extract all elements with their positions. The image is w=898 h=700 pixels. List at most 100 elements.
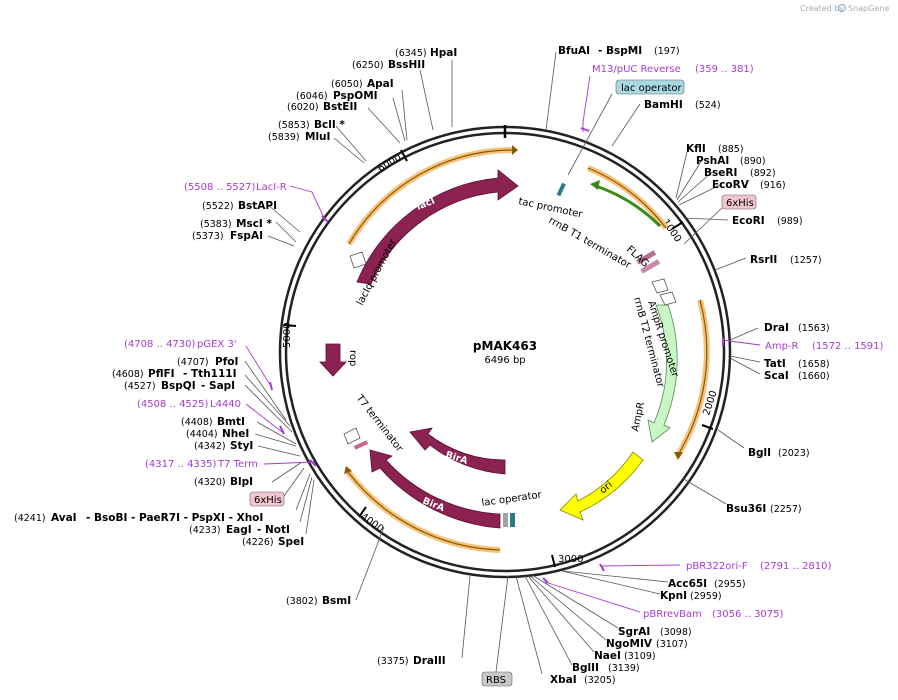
site-name-spei: SpeI xyxy=(278,536,304,548)
site-name-bgli: BglI xyxy=(748,447,771,459)
label-lac-operator: lac operator xyxy=(481,490,543,509)
primer-range-m13: (359 .. 381) xyxy=(695,64,754,75)
site-name-ecori: EcoRI xyxy=(732,215,765,227)
site-name-avai: AvaI xyxy=(51,512,77,524)
site-pos-ngomiv: (3107) xyxy=(656,639,688,650)
brand-text: SnapGene xyxy=(848,4,889,13)
tick-label-3000: 3000 xyxy=(558,554,583,565)
leader-pspomi xyxy=(392,97,406,142)
orf-right-highlight xyxy=(675,299,710,457)
site-pos-hpai: (6345) xyxy=(395,48,427,59)
site-pos-msci: (5383) xyxy=(200,219,232,230)
primer-range-laci-r: (5508 .. 5527) xyxy=(184,182,256,193)
t7-terminator-marker xyxy=(343,427,361,445)
rbs-marker xyxy=(503,513,508,527)
ampR-promoter-marker xyxy=(659,291,677,306)
leader-bgli xyxy=(717,429,745,449)
primer-name-m13: M13/pUC Reverse xyxy=(592,64,681,75)
site-name-pflfi: PflFI xyxy=(148,368,175,380)
site-pos-bsmi: (3802) xyxy=(286,596,318,607)
rrnB-t1-marker xyxy=(651,278,669,294)
leader-sixhis-right xyxy=(683,207,723,245)
site-name-bglii: BglII xyxy=(572,662,599,674)
site-pos-sgrai: (3098) xyxy=(660,627,692,638)
site-pos-bglii: (3139) xyxy=(608,663,640,674)
leader-bsshii xyxy=(419,69,434,131)
leader-sixhis-left xyxy=(283,467,305,497)
sixhis-marker xyxy=(636,250,657,265)
site-pos-fspai: (5373) xyxy=(192,231,224,242)
leader-ecorv xyxy=(678,183,723,206)
feature-ampR xyxy=(647,304,678,443)
leader-bcli xyxy=(335,125,367,162)
site-name-scai: ScaI xyxy=(764,370,789,382)
primer-mark-pbr322 xyxy=(599,563,605,572)
leader-bfuai xyxy=(545,51,557,131)
leader-avai xyxy=(295,473,311,511)
leader-kfli xyxy=(675,147,689,199)
primer-line-pgex3 xyxy=(245,345,273,389)
site-pos-bspqi: (4527) xyxy=(124,381,156,392)
lacIq-promoter-marker xyxy=(349,251,367,269)
site-pos-pfoi: (4707) xyxy=(177,357,209,368)
site-pos-bgli: (2023) xyxy=(778,448,810,459)
leader-scai xyxy=(729,357,761,375)
leader-pfoi xyxy=(244,360,287,421)
site-pos-kpni: (2959) xyxy=(690,591,722,602)
orf-bottom-arrow xyxy=(344,466,352,474)
primer-mark-m13 xyxy=(580,127,590,132)
leader-bglii xyxy=(524,575,573,666)
feature-label-birA-inner: BirA xyxy=(444,449,469,467)
feature-label-ampR: AmpR xyxy=(630,401,647,433)
site-pos-nhei: (4404) xyxy=(186,429,218,440)
site-name-rsrii: RsrII xyxy=(750,254,777,266)
site-name-pshai: PshAI xyxy=(696,155,729,167)
site-pos-rsrii: (1257) xyxy=(790,255,822,266)
site-name-bstapi: BstAPI xyxy=(238,200,277,212)
leader-fspai xyxy=(267,235,295,247)
lacI-orf-line xyxy=(348,149,513,245)
box-lac-operator-top xyxy=(615,79,685,95)
site-pos-bstapi: (5522) xyxy=(202,201,234,212)
primer-name-pbr322: pBR322ori-F xyxy=(686,561,748,572)
primer-mark-laci-r xyxy=(321,215,329,223)
label-rrnB-T1: rrnB T1 terminator xyxy=(547,215,634,271)
site-name-kfli: KflI xyxy=(686,143,706,155)
site-pos-bseri: (892) xyxy=(750,168,776,179)
site-pos-draiii: (3375) xyxy=(377,656,409,667)
primer-leaders xyxy=(245,75,761,613)
primer-name-pbrrev: pBRrevBam xyxy=(643,609,702,620)
primer-mark-pbrrev xyxy=(542,577,549,584)
site-name-draiii: DraIII xyxy=(413,655,446,667)
leader-ngomiv xyxy=(529,575,607,641)
box-sixhis-right-text: 6xHis xyxy=(726,198,754,209)
site-pos-bsu36i: (2257) xyxy=(770,504,802,515)
leader-mlui xyxy=(333,137,365,164)
site-pos-pspomi: (6046) xyxy=(296,91,328,102)
primer-marks xyxy=(269,127,724,584)
leader-bamhi xyxy=(611,103,641,147)
leader-sgrai xyxy=(531,574,619,629)
feature-green-arrow xyxy=(595,184,662,228)
tick-label-5000: 5000 xyxy=(282,323,293,348)
tick-2000 xyxy=(701,424,714,430)
leader-apai xyxy=(401,89,408,141)
leader-bmti xyxy=(256,421,297,445)
site-pos-mlui: (5839) xyxy=(268,132,300,143)
site-name-pspomi: PspOMI xyxy=(333,90,378,102)
site-pos-ecorv: (916) xyxy=(760,180,786,191)
site-name-xbai: XbaI xyxy=(550,674,577,686)
site-pos-tati: (1658) xyxy=(798,359,830,370)
primer-line-m13 xyxy=(582,75,591,132)
feature-green-arrow-head xyxy=(590,180,600,190)
site-pos-bsshii: (6250) xyxy=(352,60,384,71)
leader-ecori xyxy=(683,217,729,221)
orf-top-right-line xyxy=(587,167,667,229)
orf-right-arrow xyxy=(674,452,683,460)
site-pos-pshai: (890) xyxy=(740,156,766,167)
site-pos-scai: (1660) xyxy=(798,371,830,382)
site-name-bcli: BclI * xyxy=(314,119,345,131)
leader-bsu36i xyxy=(681,477,727,505)
